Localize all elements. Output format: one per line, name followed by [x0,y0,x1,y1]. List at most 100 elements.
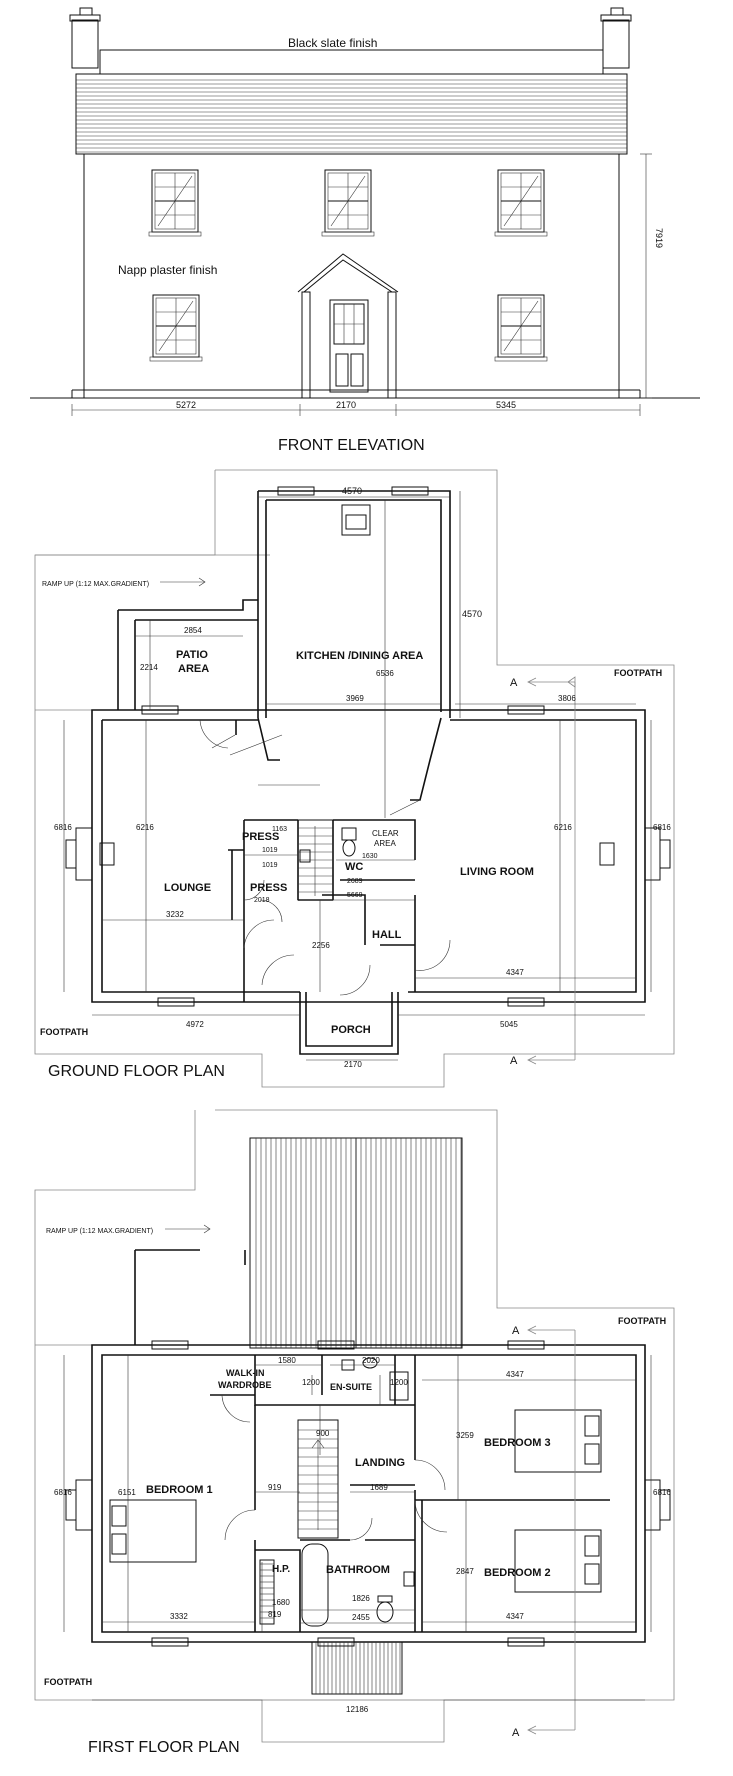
svg-text:6816: 6816 [54,823,72,832]
roof [75,49,628,155]
svg-text:2170: 2170 [336,400,356,410]
svg-text:FOOTPATH: FOOTPATH [614,668,662,678]
room-landing: LANDING [355,1457,405,1469]
dim-height: 7919 [654,228,664,248]
svg-text:4347: 4347 [506,968,524,977]
plan-window [507,705,545,715]
svg-text:3806: 3806 [558,694,576,703]
room-kitchen: KITCHEN /DINING AREA [296,650,423,662]
svg-text:3969: 3969 [346,694,364,703]
svg-text:6151: 6151 [118,1488,136,1497]
front-door [329,299,369,393]
svg-text:CLEAR: CLEAR [372,829,399,838]
front-elevation: Black slate finish Napp plaster finish 7 [30,7,700,454]
plan-window [317,1637,355,1647]
bath [301,1543,329,1627]
plan-window [151,1637,189,1647]
svg-text:1163: 1163 [272,826,287,833]
first-floor-title: FIRST FLOOR PLAN [88,1739,240,1756]
svg-text:5045: 5045 [500,1020,518,1029]
bed-2 [514,1529,602,1593]
plan-window [277,486,315,496]
room-press-2: PRESS [250,882,287,894]
plan-window [391,486,429,496]
plan-window [141,705,179,715]
svg-text:A: A [512,1727,520,1739]
svg-text:6816: 6816 [653,1488,671,1497]
svg-text:AREA: AREA [374,839,396,848]
first-floor-plan: RAMP UP (1:12 MAX.GRADIENT) FOOTPATH FOO… [34,1109,675,1756]
svg-text:WARDROBE: WARDROBE [218,1380,272,1390]
svg-text:1200: 1200 [302,1378,320,1387]
svg-text:6816: 6816 [653,823,671,832]
svg-text:4347: 4347 [506,1612,524,1621]
sash-window [494,294,548,362]
svg-text:4570: 4570 [342,486,362,496]
room-patio: PATIO [176,649,208,661]
sash-window [321,169,375,237]
room-bedroom-2: BEDROOM 2 [484,1567,551,1579]
svg-text:2455: 2455 [352,1613,370,1622]
svg-text:900: 900 [316,1429,330,1438]
svg-text:1630: 1630 [362,853,378,860]
svg-text:2018: 2018 [254,897,270,904]
room-bathroom: BATHROOM [326,1564,390,1576]
room-ensuite: EN-SUITE [330,1382,372,1392]
room-lounge: LOUNGE [164,882,211,894]
front-elevation-title: FRONT ELEVATION [278,437,425,454]
plan-window [507,1340,545,1350]
svg-text:5669: 5669 [347,892,363,899]
svg-text:5345: 5345 [496,400,516,410]
svg-text:FOOTPATH: FOOTPATH [40,1027,88,1037]
svg-text:1019: 1019 [262,862,278,869]
porch-elevation [297,253,399,399]
svg-text:819: 819 [268,1610,282,1619]
room-wc: WC [345,861,363,873]
svg-text:12186: 12186 [346,1705,369,1714]
svg-text:2847: 2847 [456,1567,474,1576]
bed-1 [109,1499,197,1563]
room-press-1: PRESS [242,831,279,843]
svg-text:919: 919 [268,1483,282,1492]
elevation-windows [148,169,548,362]
room-hall: HALL [372,929,402,941]
room-living: LIVING ROOM [460,866,534,878]
sash-window [149,294,203,362]
svg-text:6536: 6536 [376,669,394,678]
svg-text:4347: 4347 [506,1370,524,1379]
svg-text:3259: 3259 [456,1431,474,1440]
svg-text:1200: 1200 [390,1378,408,1387]
bed-3 [514,1409,602,1473]
svg-text:WALK-IN: WALK-IN [226,1368,265,1378]
left-chimney [71,19,99,69]
room-bedroom-3: BEDROOM 3 [484,1437,551,1449]
plan-window [507,1637,545,1647]
sash-window [494,169,548,237]
roof-note: Black slate finish [288,36,377,50]
plan-window [151,1340,189,1350]
svg-text:3232: 3232 [166,910,184,919]
svg-text:FOOTPATH: FOOTPATH [618,1316,666,1326]
svg-text:RAMP UP (1:12 MAX.GRADIENT): RAMP UP (1:12 MAX.GRADIENT) [46,1228,153,1235]
svg-text:A: A [512,1325,520,1337]
svg-text:1019: 1019 [262,847,278,854]
room-porch: PORCH [331,1024,371,1036]
wall-note: Napp plaster finish [118,263,217,277]
plan-window [157,997,195,1007]
svg-text:4972: 4972 [186,1020,204,1029]
svg-text:1826: 1826 [352,1594,370,1603]
svg-text:FOOTPATH: FOOTPATH [44,1677,92,1687]
svg-text:2170: 2170 [344,1060,362,1069]
svg-text:A: A [510,1055,518,1067]
svg-text:4570: 4570 [462,609,482,619]
svg-text:2214: 2214 [140,663,158,672]
svg-text:2020: 2020 [362,1356,380,1365]
svg-text:6216: 6216 [554,823,572,832]
svg-text:A: A [510,677,518,689]
svg-text:6816: 6816 [54,1488,72,1497]
ramp-note: RAMP UP (1:12 MAX.GRADIENT) [42,581,149,588]
svg-text:5272: 5272 [176,400,196,410]
room-bedroom-1: BEDROOM 1 [146,1484,213,1496]
svg-text:1689: 1689 [370,1483,388,1492]
svg-text:AREA: AREA [178,663,209,675]
